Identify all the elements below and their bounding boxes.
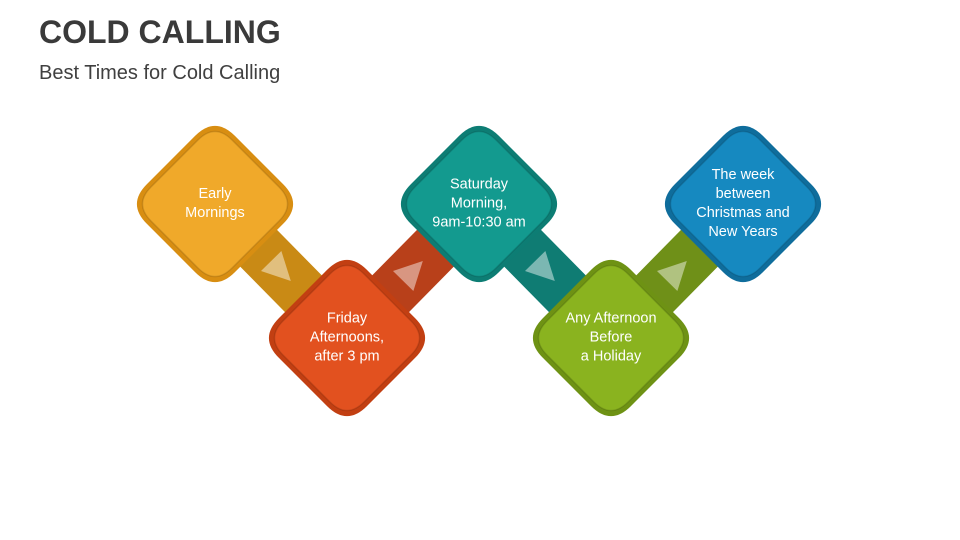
step-label-4: Any Afternoon Before a Holiday	[565, 310, 657, 365]
step-diamond-4	[532, 259, 690, 417]
page-subtitle: Best Times for Cold Calling	[39, 62, 281, 84]
arrow-icon	[260, 250, 291, 281]
step-label-2: Friday Afternoons, after 3 pm	[309, 310, 385, 365]
step-label-1: Early Mornings	[185, 186, 245, 221]
arrow-icon	[524, 250, 555, 281]
step-diamond-5	[664, 125, 822, 283]
step-diamond-1	[136, 125, 294, 283]
page-title: COLD CALLING	[39, 14, 281, 50]
step-diamond-3	[400, 125, 558, 283]
arrow-icon	[392, 261, 423, 292]
step-label-3: Saturday Morning, 9am-10:30 am	[432, 176, 526, 231]
arrow-icon	[656, 261, 687, 292]
step-label-5: The week between Christmas and New Years	[696, 167, 790, 240]
step-diamond-2	[268, 259, 426, 417]
